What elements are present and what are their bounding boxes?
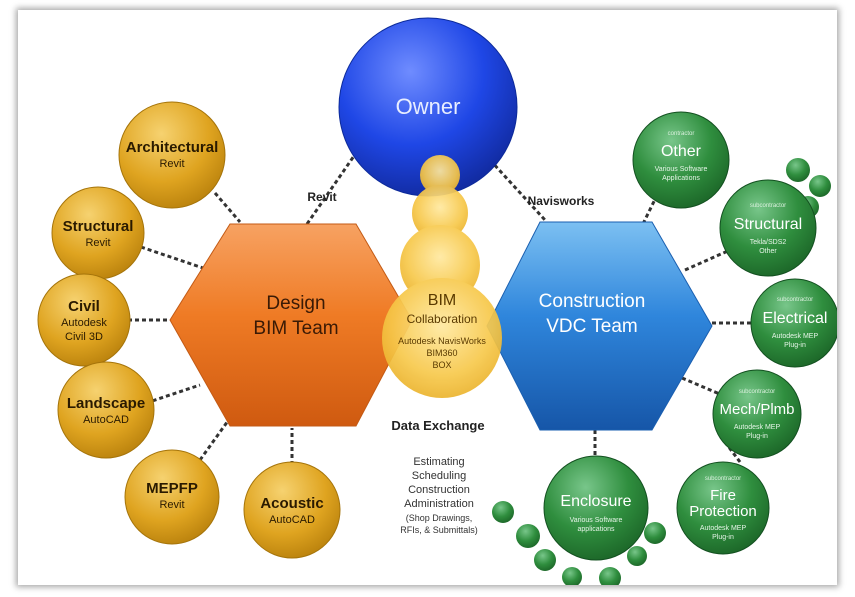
node-title: Structural bbox=[734, 216, 802, 233]
node-role: subcontractor bbox=[750, 203, 786, 209]
connector-architectural bbox=[213, 192, 242, 223]
bim-tool: BOX bbox=[432, 360, 451, 370]
node-sub: AutoCAD bbox=[269, 514, 315, 526]
diagram-frame: Owner Design BIM Team Construction VDC T… bbox=[18, 10, 840, 589]
node-sub: Tekla/SDS2 bbox=[750, 239, 787, 246]
node-sub: Applications bbox=[662, 175, 700, 182]
data-exchange-line: Estimating bbox=[413, 456, 464, 468]
node-title: Other bbox=[661, 143, 702, 160]
node-sub: Various Software bbox=[570, 517, 623, 524]
node-sub: Revit bbox=[159, 158, 184, 170]
construction-team-line1: Construction bbox=[539, 291, 646, 312]
node-sub: Autodesk bbox=[61, 317, 107, 329]
node-sub: Revit bbox=[159, 499, 184, 511]
data-exchange-line: (Shop Drawings, bbox=[406, 513, 473, 523]
node-title: MEPFP bbox=[146, 480, 198, 497]
node-sub: Plug-in bbox=[784, 342, 806, 349]
construction-node-other: contractor Other Various Software Applic… bbox=[632, 111, 730, 209]
node-sub: Plug-in bbox=[746, 433, 768, 440]
data-exchange-line: Scheduling bbox=[412, 470, 466, 482]
design-node-mepfp: MEPFP Revit bbox=[124, 449, 220, 545]
connector-mech bbox=[681, 376, 723, 397]
construction-node-electrical: subcontractor Electrical Autodesk MEP Pl… bbox=[750, 278, 840, 368]
construction-node-fire-protection: subcontractor Fire Protection Autodesk M… bbox=[676, 461, 770, 555]
node-title: Structural bbox=[63, 218, 134, 235]
data-exchange-list: Estimating Scheduling Construction Admin… bbox=[400, 456, 478, 535]
edge-label-navisworks: Navisworks bbox=[528, 194, 595, 208]
bim-diagram: Owner Design BIM Team Construction VDC T… bbox=[37, 17, 840, 589]
bim-subtitle: Collaboration bbox=[407, 312, 478, 326]
node-title: Civil bbox=[68, 298, 100, 315]
node-sub: Autodesk MEP bbox=[700, 525, 747, 532]
connector-structural-design bbox=[140, 245, 204, 270]
node-role: subcontractor bbox=[777, 297, 813, 303]
construction-hexagon bbox=[486, 221, 713, 431]
node-title: Landscape bbox=[67, 395, 145, 412]
bim-cluster bbox=[382, 155, 502, 398]
node-title: Enclosure bbox=[560, 493, 631, 510]
node-sub: applications bbox=[578, 526, 615, 533]
node-sub: Civil 3D bbox=[65, 331, 103, 343]
bim-title: BIM bbox=[428, 292, 456, 309]
design-node-structural: Structural Revit bbox=[51, 186, 145, 280]
node-title: Mech/Plmb bbox=[719, 401, 794, 418]
construction-team-line2: VDC Team bbox=[546, 316, 638, 337]
node-sub: Autodesk MEP bbox=[772, 333, 819, 340]
edge-label-revit: Revit bbox=[307, 190, 336, 204]
node-sub: Revit bbox=[85, 237, 110, 249]
connector-structural-constr bbox=[684, 248, 731, 272]
node-title: Fire bbox=[710, 487, 736, 504]
bim-tool: Autodesk NavisWorks bbox=[398, 336, 486, 346]
node-role: subcontractor bbox=[739, 389, 775, 395]
node-role: contractor bbox=[668, 131, 695, 137]
construction-node-mech-plmb: subcontractor Mech/Plmb Autodesk MEP Plu… bbox=[712, 369, 802, 459]
construction-node-enclosure: Enclosure Various Software applications bbox=[543, 455, 649, 561]
node-sub: Other bbox=[759, 248, 777, 255]
node-title: Electrical bbox=[763, 310, 828, 327]
node-sub: AutoCAD bbox=[83, 414, 129, 426]
data-exchange-line: Construction bbox=[408, 484, 470, 496]
node-role: subcontractor bbox=[705, 476, 741, 482]
node-sub: Plug-in bbox=[712, 534, 734, 541]
design-node-architectural: Architectural Revit bbox=[118, 101, 226, 209]
data-exchange-title: Data Exchange bbox=[391, 418, 484, 433]
node-title: Protection bbox=[689, 503, 757, 520]
node-title: Architectural bbox=[126, 139, 219, 156]
bim-tool: BIM360 bbox=[426, 348, 457, 358]
node-title: Acoustic bbox=[260, 495, 323, 512]
node-sub: Various Software bbox=[655, 166, 708, 173]
construction-node-structural: subcontractor Structural Tekla/SDS2 Othe… bbox=[719, 179, 817, 277]
data-exchange-line: Administration bbox=[404, 498, 474, 510]
connector-owner-construction bbox=[488, 158, 547, 222]
connector-mepfp bbox=[198, 417, 232, 461]
design-node-civil: Civil Autodesk Civil 3D bbox=[37, 273, 131, 367]
design-node-acoustic: Acoustic AutoCAD bbox=[243, 461, 341, 559]
data-exchange-line: RFIs, & Submittals) bbox=[400, 525, 478, 535]
node-sub: Autodesk MEP bbox=[734, 424, 781, 431]
design-team-line2: BIM Team bbox=[253, 318, 338, 339]
design-node-landscape: Landscape AutoCAD bbox=[57, 361, 155, 459]
owner-label: Owner bbox=[396, 94, 461, 119]
connector-landscape bbox=[145, 383, 201, 405]
design-team-line1: Design bbox=[266, 293, 325, 314]
